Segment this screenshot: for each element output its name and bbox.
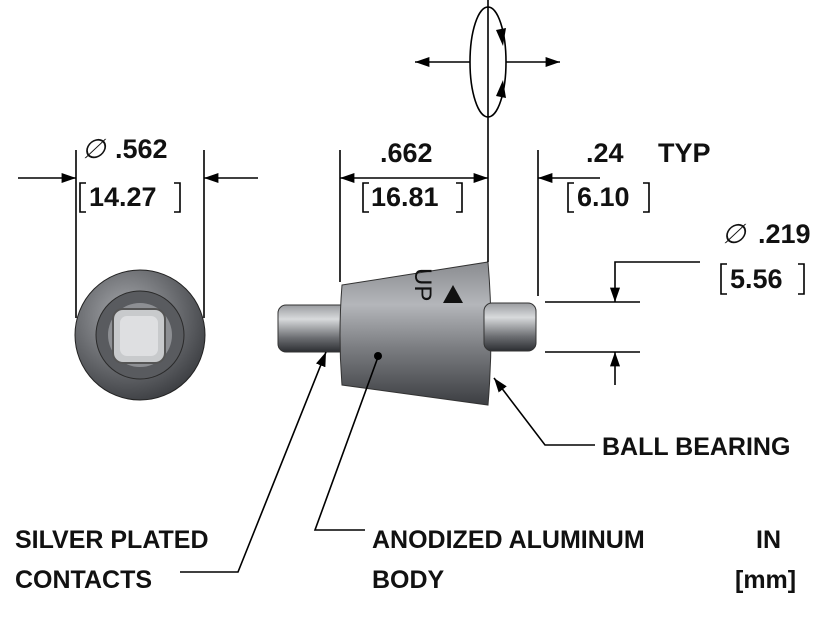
pin-diameter-mm: 5.56	[730, 264, 783, 294]
outer-diameter-mm: 14.27	[89, 182, 157, 212]
body-length-dimension: .662 16.81	[339, 138, 488, 282]
units-secondary: [mm]	[735, 566, 796, 594]
outer-diameter-inch: .562	[115, 134, 168, 164]
rotation-symbol-icon	[415, 0, 560, 262]
pin-length-mm: 6.10	[577, 182, 630, 212]
contacts-label-line2: CONTACTS	[15, 566, 152, 594]
body-length-inch: .662	[380, 138, 433, 168]
right-bearing-pin	[483, 302, 537, 352]
body-label-line1: ANODIZED ALUMINUM	[372, 526, 645, 554]
body-label-line2: BODY	[372, 566, 445, 594]
left-contact-pin	[277, 304, 349, 353]
pin-length-dimension: .24 TYP 6.10	[537, 138, 711, 296]
diameter-symbol: ∅	[722, 219, 747, 249]
callout-leaders	[180, 351, 595, 573]
pin-length-inch: .24	[586, 138, 624, 168]
pin-diameter-dimension: ∅ .219 5.56	[545, 219, 811, 385]
end-view	[74, 269, 206, 401]
up-arrow-icon	[443, 285, 463, 303]
outer-diameter-dimension: ∅ .562 14.27	[18, 134, 258, 318]
units-primary: IN	[756, 526, 781, 554]
side-view: UP	[277, 261, 537, 406]
pin-diameter-inch: .219	[758, 219, 811, 249]
bearing-label: BALL BEARING	[602, 433, 790, 461]
up-marking: UP	[409, 268, 436, 301]
pin-length-typ: TYP	[658, 138, 711, 168]
contacts-label-line1: SILVER PLATED	[15, 526, 209, 554]
body-length-mm: 16.81	[371, 182, 439, 212]
diameter-symbol: ∅	[82, 134, 107, 164]
